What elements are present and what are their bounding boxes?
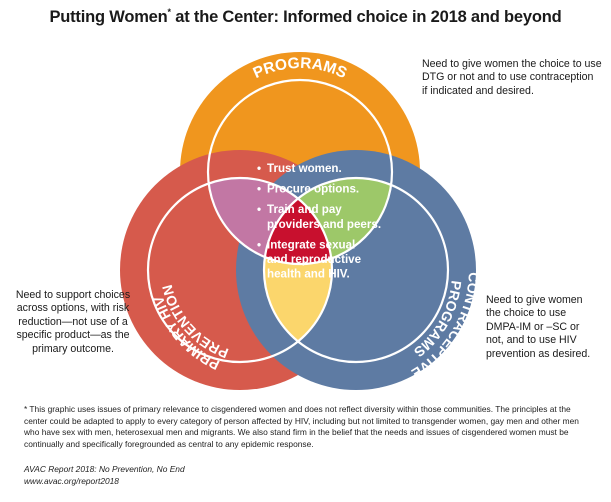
title-main: Putting Women xyxy=(49,8,168,26)
page-title: Putting Women* at the Center: Informed c… xyxy=(0,7,611,27)
title-asterisk: * xyxy=(167,7,172,17)
bullet-dot: • xyxy=(257,238,261,251)
note-line: Need to give women the choice to use xyxy=(422,58,602,70)
footnote: * This graphic uses issues of primary re… xyxy=(24,404,604,450)
center-bullet-line: Integrate sexual xyxy=(267,238,355,251)
note-line: prevention as desired. xyxy=(486,347,591,360)
note-line: across options, with risk xyxy=(16,302,130,315)
title-rest: at the Center: Informed choice in 2018 a… xyxy=(170,8,562,26)
center-bullet-list: • Trust women. • Procure options. • Train and… xyxy=(257,162,381,281)
note-line: Need to give women xyxy=(486,294,583,306)
bullet-dot: • xyxy=(257,203,261,216)
note-line: reduction—not use of a xyxy=(18,315,128,328)
credit-url: www.avac.org/report2018 xyxy=(24,475,119,486)
note-line: the choice to use xyxy=(486,307,567,320)
center-bullet-line: Train and pay xyxy=(267,203,342,216)
source-credit: AVAC Report 2018: No Prevention, No End … xyxy=(24,464,185,487)
center-bullet-line: and reproductive xyxy=(267,253,362,266)
note-line: DTG or not and to use contraception xyxy=(422,71,594,84)
footnote-line: * This graphic uses issues of primary re… xyxy=(24,404,571,414)
note-line: if indicated and desired. xyxy=(422,84,534,97)
bullet-dot: • xyxy=(257,183,261,196)
prevention-note: Need to support choices across options, … xyxy=(4,289,142,356)
footnote-line: center could be adapted to apply to ever… xyxy=(24,415,579,426)
footnote-line: who have sex with men, heterosexual men … xyxy=(24,427,569,438)
note-line: primary outcome. xyxy=(32,342,114,355)
center-bullet-line: providers and peers. xyxy=(267,218,381,231)
treatment-note: Need to give women the choice to use DTG… xyxy=(422,58,602,98)
note-line: not, and to use HIV xyxy=(486,334,577,347)
note-line: DMPA-IM or –SC or xyxy=(486,320,580,333)
center-bullet-line: health and HIV. xyxy=(267,268,350,281)
note-line: Need to support choices xyxy=(15,289,131,301)
bullet-dot: • xyxy=(257,162,261,175)
credit-report: AVAC Report 2018: No Prevention, No End xyxy=(24,464,185,474)
contraceptive-note: Need to give women the choice to use DMP… xyxy=(486,294,590,361)
note-line: specific product—as the xyxy=(16,329,130,342)
center-overlap xyxy=(264,178,332,264)
footnote-line: continually and specifically foregrounde… xyxy=(24,438,314,449)
center-bullet-line: Trust women. xyxy=(267,162,342,175)
center-bullet-line: Procure options. xyxy=(267,183,359,196)
